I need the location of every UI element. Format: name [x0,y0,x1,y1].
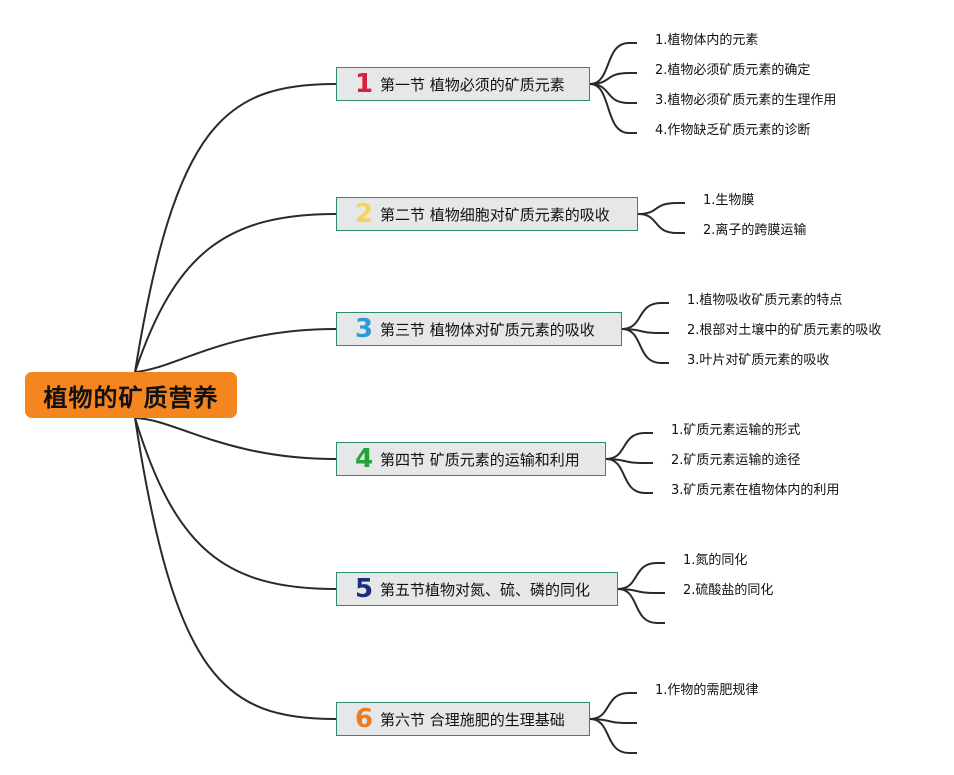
leaf-item[interactable]: 2.矿质元素运输的途径 [671,453,801,468]
leaf-item[interactable]: 3.植物必须矿质元素的生理作用 [655,93,837,108]
section-2[interactable]: 2 第二节 植物细胞对矿质元素的吸收 [336,197,638,231]
connector-root-section-6 [134,417,337,720]
leaf-item[interactable]: 1.植物吸收矿质元素的特点 [687,293,843,308]
connector-section-1-leaf-1 [589,42,637,85]
leaf-item[interactable]: 1.氮的同化 [683,553,748,568]
section-number-badge: 5 [354,574,374,604]
leaf-item[interactable]: 3.叶片对矿质元素的吸收 [687,353,830,368]
section-title: 第二节 植物细胞对矿质元素的吸收 [380,205,610,224]
section-number-badge: 4 [354,444,374,474]
section-5[interactable]: 5 第五节植物对氮、硫、磷的同化 [336,572,618,606]
section-number-badge: 1 [354,69,374,99]
section-number-badge: 6 [354,704,374,734]
connector-root-section-2 [134,213,337,373]
leaf-item[interactable]: 1.生物膜 [703,193,755,208]
connector-section-3-leaf-3 [621,328,669,364]
connector-section-3-leaf-1 [621,302,669,330]
leaf-item[interactable]: 2.植物必须矿质元素的确定 [655,63,811,78]
connector-root-section-5 [134,417,337,590]
connector-section-2-leaf-1 [637,202,685,215]
section-4[interactable]: 4 第四节 矿质元素的运输和利用 [336,442,606,476]
connector-root-section-1 [134,83,337,373]
connector-section-1-leaf-4 [589,83,637,134]
connector-section-6-leaf-1 [589,692,637,720]
root-title: 植物的矿质营养 [43,383,219,412]
section-number-badge: 2 [354,199,374,229]
connector-section-4-leaf-3 [605,458,653,494]
section-title: 第五节植物对氮、硫、磷的同化 [380,580,591,599]
section-3[interactable]: 3 第三节 植物体对矿质元素的吸收 [336,312,622,346]
section-title: 第六节 合理施肥的生理基础 [380,710,565,729]
leaf-item[interactable]: 2.硫酸盐的同化 [683,583,774,598]
connector-section-5-leaf-1 [617,562,665,590]
section-title: 第四节 矿质元素的运输和利用 [380,450,580,469]
leaf-item[interactable]: 1.植物体内的元素 [655,33,759,48]
section-title: 第三节 植物体对矿质元素的吸收 [380,320,595,339]
section-title: 第一节 植物必须的矿质元素 [380,75,565,94]
connector-root-section-3 [134,328,337,373]
section-1[interactable]: 1 第一节 植物必须的矿质元素 [336,67,590,101]
leaf-item[interactable]: 2.离子的跨膜运输 [703,223,807,238]
connector-root-section-4 [134,417,337,460]
root-topic[interactable]: 植物的矿质营养 [25,372,237,418]
connector-section-2-leaf-2 [637,213,685,234]
section-number-badge: 3 [354,314,374,344]
connector-section-4-leaf-1 [605,432,653,460]
leaf-item[interactable]: 3.矿质元素在植物体内的利用 [671,483,840,498]
leaf-item[interactable]: 1.作物的需肥规律 [655,683,759,698]
leaf-item[interactable]: 4.作物缺乏矿质元素的诊断 [655,123,811,138]
leaf-item[interactable]: 1.矿质元素运输的形式 [671,423,801,438]
connector-section-6-leaf-3 [589,718,637,754]
leaf-item[interactable]: 2.根部对土壤中的矿质元素的吸收 [687,323,882,338]
connector-section-5-leaf-3 [617,588,665,624]
section-6[interactable]: 6 第六节 合理施肥的生理基础 [336,702,590,736]
